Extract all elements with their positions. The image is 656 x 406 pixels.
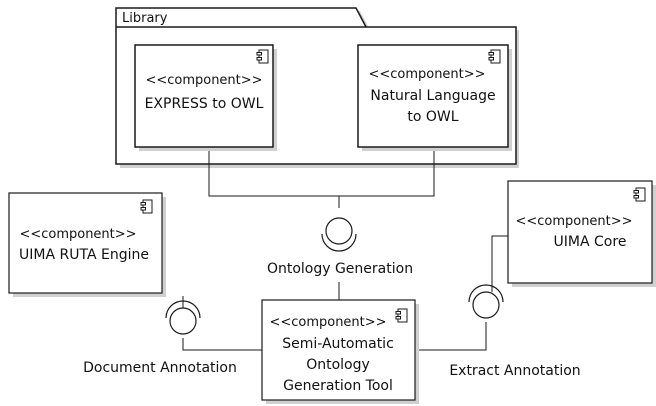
component-name: UIMA Core — [554, 234, 627, 250]
component-stereotype: <<component>> — [19, 227, 136, 242]
component-name: EXPRESS to OWL — [145, 96, 264, 112]
component-stereotype: <<component>> — [515, 214, 632, 229]
connector-uima-core — [491, 235, 508, 292]
component-stereotype: <<component>> — [145, 73, 262, 88]
component-uima-ruta-engine[interactable]: <<component>> UIMA RUTA Engine — [8, 192, 166, 297]
component-icon — [633, 187, 646, 202]
extract-annotation-label: Extract Annotation — [449, 363, 580, 379]
component-name-line-1: Natural Language — [370, 88, 495, 104]
package-label: Library — [122, 11, 168, 26]
connector-express — [208, 150, 340, 208]
component-icon — [256, 49, 269, 64]
component-uima-core[interactable]: <<component>> UIMA Core — [507, 180, 656, 287]
ontology-generation-label: Ontology Generation — [267, 261, 413, 277]
connector-doc-annotation — [182, 338, 262, 351]
connector-natural-language — [339, 150, 435, 197]
component-stereotype: <<component>> — [269, 315, 386, 330]
component-express-to-owl[interactable]: <<component>> EXPRESS to OWL — [134, 44, 277, 151]
component-name-line-2: to OWL — [407, 109, 458, 125]
component-name: UIMA RUTA Engine — [19, 247, 149, 263]
connectors — [182, 150, 508, 351]
component-icon — [140, 199, 153, 214]
component-natural-language-to-owl[interactable]: <<component>> Natural Language to OWL — [357, 44, 512, 151]
component-icon — [395, 308, 408, 323]
interface-extract-annotation: Extract Annotation — [449, 284, 581, 379]
component-name-line-3: Generation Tool — [283, 378, 393, 394]
component-semi-automatic-tool[interactable]: <<component>> Semi-Automatic Ontology Ge… — [261, 299, 419, 404]
component-name-line-2: Ontology — [306, 357, 370, 373]
connector-extract-annotation — [418, 322, 487, 351]
document-annotation-label: Document Annotation — [83, 360, 237, 376]
component-icon — [488, 49, 501, 64]
component-stereotype: <<component>> — [368, 67, 485, 82]
interface-document-annotation: Document Annotation — [83, 300, 237, 376]
component-name-line-1: Semi-Automatic — [282, 336, 394, 352]
interface-ontology-generation: Ontology Generation — [267, 217, 413, 277]
